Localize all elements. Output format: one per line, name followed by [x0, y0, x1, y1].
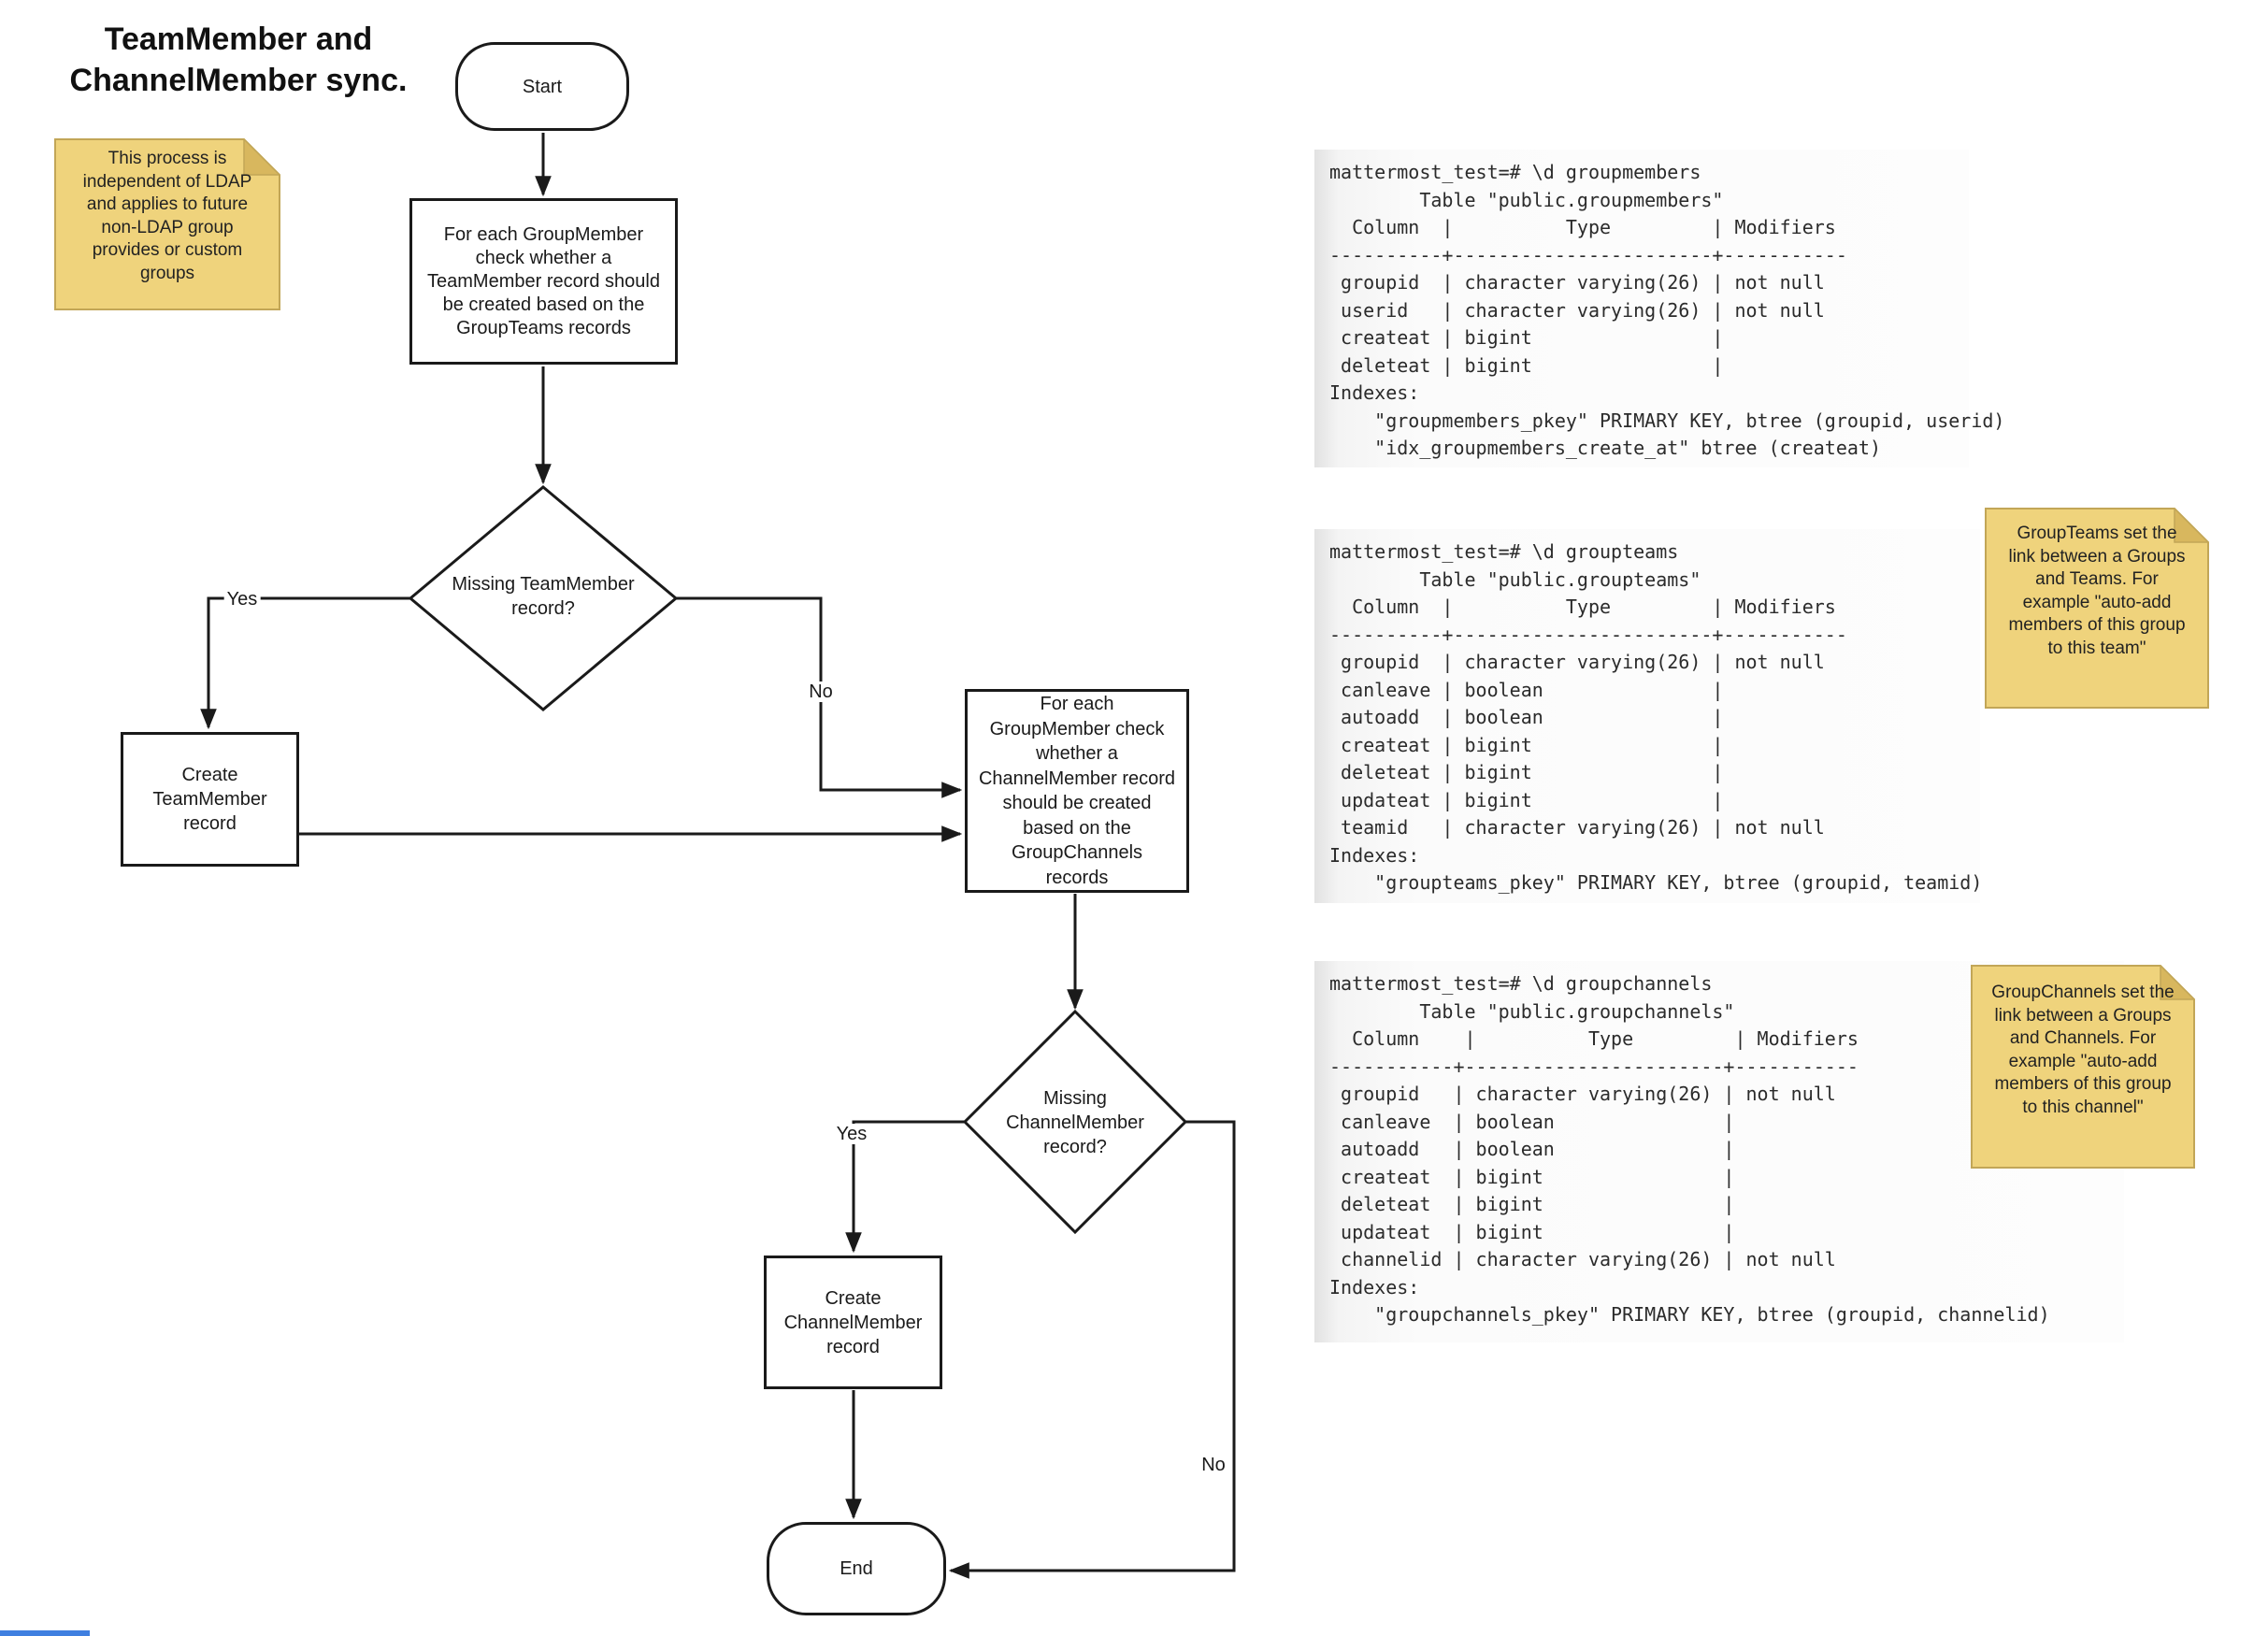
- sticky-note-fold-corner: [2160, 965, 2195, 1000]
- process1-box: For each GroupMember check whether a Tea…: [409, 198, 678, 365]
- create-teammember-box: Create TeamMember record: [121, 732, 299, 867]
- sticky-note-shape: [1971, 965, 2195, 1169]
- sticky-note-body: [54, 138, 280, 310]
- bottom-edge-artifact: [0, 1630, 90, 1636]
- sticky-note-fold-corner: [2174, 508, 2209, 543]
- process2-label: For each GroupMember check whether a Cha…: [978, 694, 1176, 888]
- note-ldap-independent: This process is independent of LDAP and …: [54, 138, 280, 310]
- start-node-label: Start: [522, 76, 563, 97]
- decision1-label: Missing TeamMember record?: [452, 574, 635, 619]
- edge-label-yes2: Yes: [833, 1124, 870, 1144]
- terminal-groupteams: mattermost_test=# \d groupteams Table "p…: [1314, 529, 1983, 903]
- decision2-diamond: [962, 1009, 1188, 1235]
- terminal-groupmembers-output: mattermost_test=# \d groupmembers Table …: [1329, 161, 2005, 459]
- create-teammember-label: Create TeamMember record: [152, 765, 267, 834]
- edge-decision2-yes: [845, 1120, 965, 1254]
- note-text: GroupTeams set the link between a Groups…: [2008, 524, 2186, 658]
- edge-label-yes1: Yes: [223, 589, 261, 610]
- terminal-groupmembers: mattermost_test=# \d groupmembers Table …: [1314, 150, 2005, 467]
- edge-label-no2: No: [1199, 1455, 1228, 1475]
- note-text: This process is independent of LDAP and …: [82, 149, 252, 283]
- decision2-label: Missing ChannelMember record?: [1006, 1088, 1144, 1157]
- terminal-groupteams-output: mattermost_test=# \d groupteams Table "p…: [1329, 540, 1983, 894]
- page-title: TeamMember and ChannelMember sync.: [69, 22, 408, 98]
- process1-label: For each GroupMember check whether a Tea…: [427, 223, 660, 338]
- sticky-note-body: [1985, 508, 2209, 709]
- start-node: Start: [455, 42, 629, 131]
- sticky-note-fold-corner: [243, 138, 280, 176]
- note-text: GroupChannels set the link between a Gro…: [1991, 983, 2175, 1117]
- note-groupteams: GroupTeams set the link between a Groups…: [1985, 508, 2209, 709]
- process2-box: For each GroupMember check whether a Cha…: [965, 689, 1189, 893]
- edge-decision1-yes: [200, 596, 410, 730]
- sticky-note-body: [1971, 965, 2195, 1169]
- sticky-note-shape: [1985, 508, 2209, 709]
- terminal-groupchannels-output: mattermost_test=# \d groupchannels Table…: [1329, 972, 2050, 1326]
- sticky-note-shape: [54, 138, 280, 310]
- end-node: End: [767, 1522, 946, 1615]
- decision1-diamond: [408, 485, 679, 711]
- edge-label-no1: No: [806, 682, 836, 702]
- end-node-label: End: [840, 1558, 873, 1579]
- create-channelmember-box: Create ChannelMember record: [764, 1256, 942, 1389]
- edge-decision2-no: [948, 1120, 1236, 1579]
- note-groupchannels: GroupChannels set the link between a Gro…: [1971, 965, 2195, 1169]
- create-channelmember-label: Create ChannelMember record: [783, 1287, 923, 1357]
